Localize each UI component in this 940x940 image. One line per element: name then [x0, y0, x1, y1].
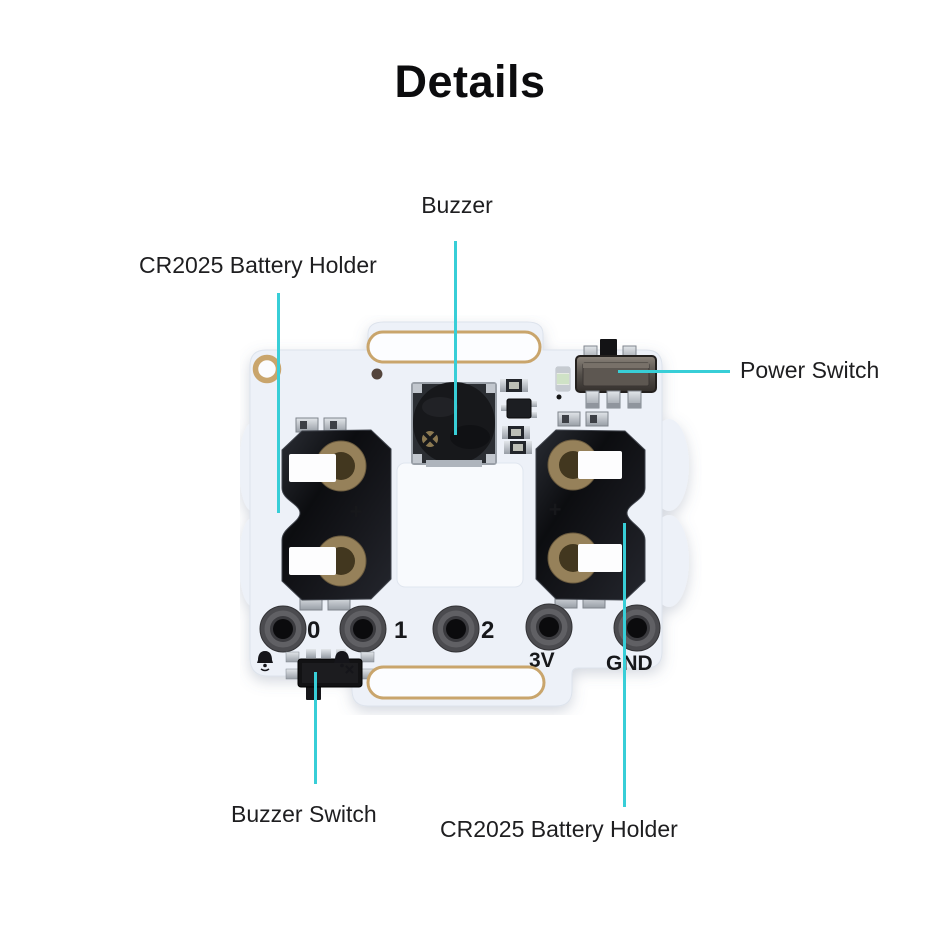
buzzer-switch-label: Buzzer Switch	[231, 801, 377, 827]
bottom-slot	[366, 665, 546, 700]
polarity-plus-left: +	[350, 499, 363, 524]
battery-holder-top-leader-line	[277, 293, 280, 513]
resistor-3	[504, 441, 532, 454]
page-title: Details	[394, 56, 546, 107]
battery-holder-right: +	[535, 411, 646, 609]
buzzer-switch-knob	[306, 685, 321, 700]
pin-label-2: 2	[481, 617, 494, 644]
pin-ring-gnd	[613, 604, 661, 652]
mounting-hole	[252, 354, 282, 384]
power-led	[555, 366, 571, 400]
battery-holder-bottom-label: CR2025 Battery Holder	[440, 816, 678, 842]
resistor-1	[500, 379, 528, 392]
pin-ring-3v	[525, 603, 573, 651]
pin-label-0: 0	[307, 617, 320, 644]
pin-ring-1	[339, 605, 387, 653]
resistor-2	[502, 426, 530, 439]
transistor	[501, 398, 537, 419]
polarity-plus-right: +	[549, 497, 562, 522]
via-dot	[371, 368, 383, 380]
battery-holder-top-label: CR2025 Battery Holder	[139, 252, 377, 278]
buzzer-leader-line	[454, 241, 457, 435]
pin-label-3v: 3V	[529, 649, 555, 672]
power-switch-knob	[600, 339, 617, 360]
pin-ring-0	[259, 605, 307, 653]
battery-holder-bottom-leader-line	[623, 523, 626, 807]
center-cutout	[396, 462, 524, 588]
bell-muted-icon	[334, 651, 354, 674]
power-switch-label: Power Switch	[740, 357, 880, 383]
pin-label-gnd: GND	[606, 652, 653, 675]
bell-icon	[257, 651, 273, 672]
power-switch-leader-line	[618, 370, 730, 373]
battery-holder-left: +	[281, 417, 392, 611]
power-switch-component	[575, 339, 657, 409]
buzzer-label: Buzzer	[421, 192, 493, 218]
buzzer-switch-leader-line	[314, 672, 317, 784]
pin-label-1: 1	[394, 617, 407, 644]
pcb-board: + +	[240, 321, 689, 707]
pin-ring-2	[432, 605, 480, 653]
